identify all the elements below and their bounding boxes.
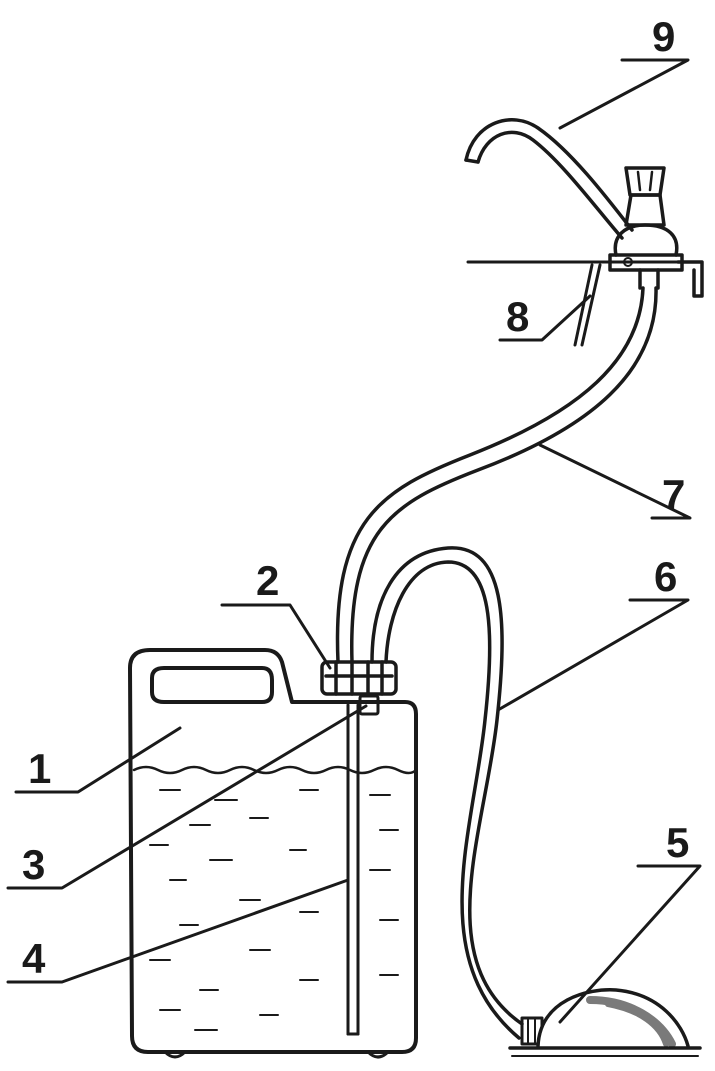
water-surface [132, 765, 418, 775]
canister-foot-left [163, 1050, 187, 1059]
label-supply-hose: 7 [662, 471, 686, 518]
label-cap: 2 [256, 557, 280, 604]
intake-tube [346, 703, 360, 1036]
label-pump-hose: 6 [654, 553, 678, 600]
label-intake-tube: 4 [22, 935, 46, 982]
canister [128, 648, 418, 1059]
label-faucet: 9 [652, 13, 676, 60]
label-bulb-pump: 5 [666, 819, 690, 866]
water-hatching [149, 789, 399, 1031]
pump-hose [370, 546, 524, 1040]
leader-lines [6, 58, 702, 1024]
countertop [466, 260, 702, 347]
label-canister: 1 [28, 745, 52, 792]
bulb-pump [508, 988, 702, 1057]
canister-foot-right [366, 1050, 390, 1059]
faucet [464, 118, 704, 298]
inner-fitting [358, 694, 380, 716]
supply-hose [335, 286, 658, 664]
label-countertop: 8 [506, 293, 530, 340]
label-fitting: 3 [22, 841, 46, 888]
canister-handle [150, 666, 274, 704]
cap-fitting [320, 660, 398, 696]
